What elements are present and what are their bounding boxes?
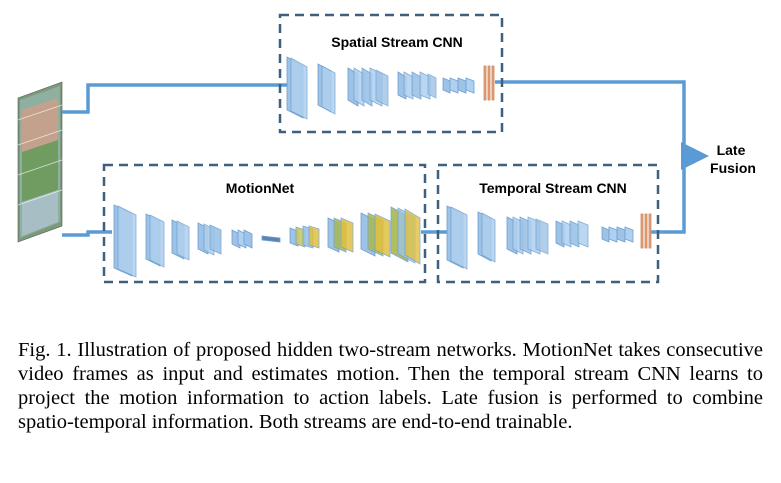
spatial-stream-box [278,13,504,134]
temporal-stream-box [436,163,660,284]
temporal-to-fusion-arrow [650,142,709,234]
late-fusion-label-line1: Late [717,142,746,158]
figure-caption: Fig. 1. Illustration of proposed hidden … [18,339,763,433]
spatial-cnn-layers [286,56,495,120]
network-diagram: Spatial Stream CNN MotionNet Temporal St… [17,13,756,284]
temporal-stream-label: Temporal Stream CNN [479,180,627,196]
spatial-stream-label: Spatial Stream CNN [331,34,462,50]
temporal-cnn-layers [446,205,652,270]
input-to-motionnet-arrow [62,230,112,237]
input-to-spatial-arrow [62,83,288,114]
motionnet-layers [113,204,421,278]
motionnet-box [102,163,427,284]
late-fusion-label-line2: Fusion [710,160,756,176]
input-video-frames [17,81,63,243]
flow-arrows [62,80,709,237]
motionnet-label: MotionNet [226,180,295,196]
spatial-to-fusion-arrow [495,80,686,156]
